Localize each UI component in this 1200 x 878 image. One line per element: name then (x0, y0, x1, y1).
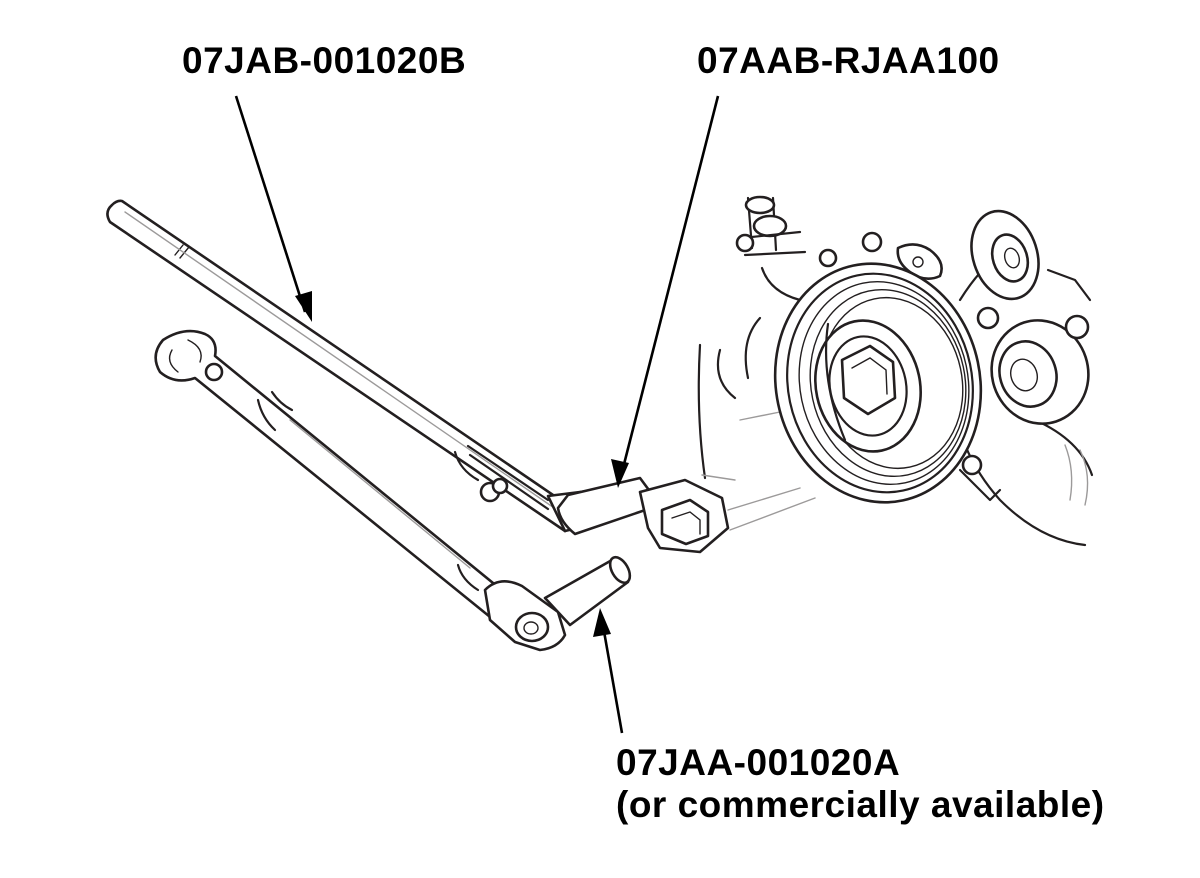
arrowhead-holder-handle (295, 291, 312, 322)
part-number-holder-handle: 07JAB-001020B (182, 40, 467, 81)
leader-line-socket (600, 619, 624, 734)
idler-pulleys (970, 209, 1090, 425)
arrowhead-socket (593, 608, 611, 637)
arrowhead-attachment (611, 459, 629, 488)
holder-handle-socket-drawing (154, 329, 632, 652)
crankshaft-pulley-drawing (773, 262, 983, 504)
leader-line-attachment (619, 95, 720, 477)
part-number-attachment: 07AAB-RJAA100 (697, 40, 1000, 81)
pulley-holder-attachment-drawing (556, 476, 816, 554)
leader-lines (234, 95, 720, 734)
part-availability-note: (or commercially available) (616, 784, 1105, 825)
part-number-socket: 07JAA-001020A (616, 742, 901, 783)
callout-holder-handle: 07JAB-001020B (182, 40, 466, 82)
callout-pulley-holder-attachment: 07AAB-RJAA100 (697, 40, 1000, 82)
leader-line-holder-handle (234, 95, 307, 313)
callout-holder-handle-socket: 07JAA-001020A (or commercially available… (616, 742, 1105, 826)
